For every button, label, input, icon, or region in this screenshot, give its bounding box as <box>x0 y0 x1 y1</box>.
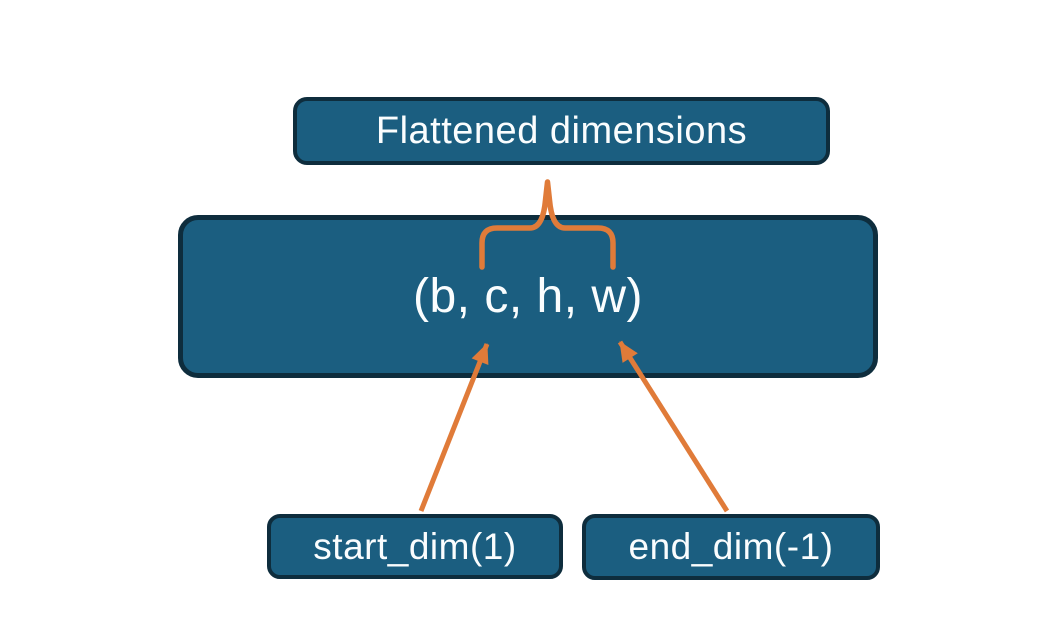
start-dim-label: start_dim(1) <box>313 525 517 567</box>
flattened-dimensions-box: Flattened dimensions <box>293 97 830 165</box>
tensor-shape-box: (b, c, h, w) <box>178 215 878 378</box>
flattened-dimensions-label: Flattened dimensions <box>375 109 748 152</box>
tensor-shape-label: (b, c, h, w) <box>412 270 644 323</box>
end-dim-label: end_dim(-1) <box>628 526 834 567</box>
end-dim-box: end_dim(-1) <box>582 514 880 580</box>
start-dim-box: start_dim(1) <box>267 514 563 579</box>
